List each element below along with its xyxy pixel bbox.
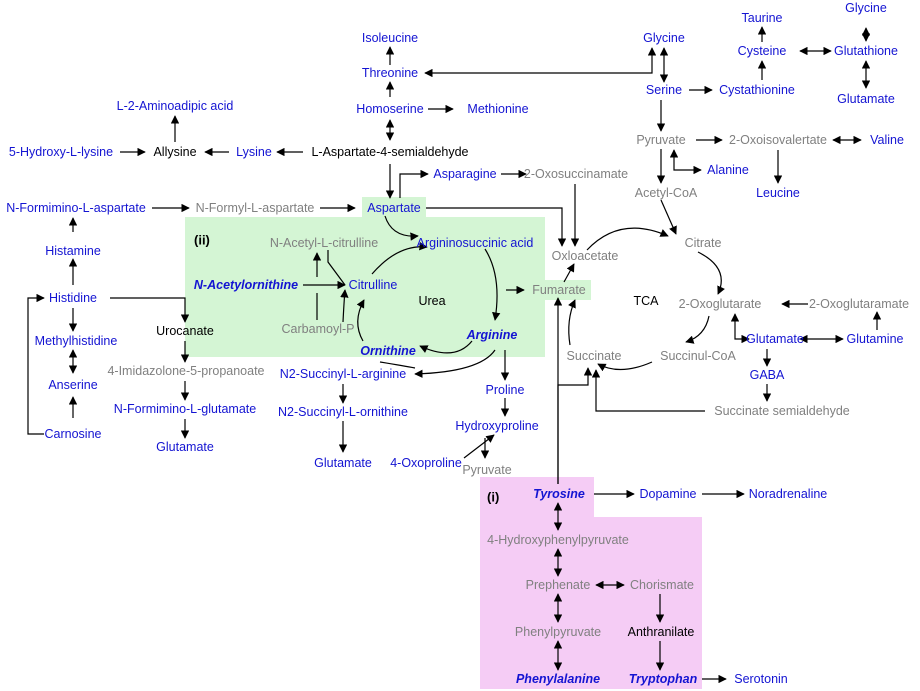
node-5-hydroxy-l-lysine: 5-Hydroxy-L-lysine [9,145,113,159]
node-glycine-top: Glycine [643,31,685,45]
node-pyruvate-top: Pyruvate [636,133,685,147]
node-oxaloacetate: Oxloacetate [552,249,619,263]
node-proline: Proline [486,383,525,397]
node-4-imidazolone-5-propanoate: 4-Imidazolone-5-propanoate [107,364,264,378]
node-anserine: Anserine [48,378,97,392]
node-serine: Serine [646,83,682,97]
node-n-formyl-l-aspartate: N-Formyl-L-aspartate [196,201,315,215]
node-ornithine: Ornithine [360,344,416,358]
node-glutamate-right: Glutamate [746,332,804,346]
node-homoserine: Homoserine [356,102,423,116]
node-isoleucine: Isoleucine [362,31,418,45]
node-succinyl-coa: Succinul-CoA [660,349,736,363]
node-dopamine: Dopamine [640,487,697,501]
node-citrulline: Citrulline [349,278,398,292]
node-asparagine: Asparagine [433,167,496,181]
node-n-acetylornithine: N-Acetylornithine [194,278,298,292]
node-2-oxoglutaramate: 2-Oxoglutaramate [809,297,909,311]
node-glutamate-left: Glutamate [156,440,214,454]
node-succinate-semialdehyde: Succinate semialdehyde [714,404,850,418]
node-n-acetyl-l-citrulline: N-Acetyl-L-citrulline [270,236,378,250]
node-allysine: Allysine [153,145,196,159]
node-fumarate: Fumarate [532,283,586,297]
node-glycine-right: Glycine [845,1,887,15]
node-carnosine: Carnosine [45,427,102,441]
urea-region-tag: (ii) [194,233,210,248]
node-pyruvate-bottom: Pyruvate [462,463,511,477]
node-serotonin: Serotonin [734,672,788,686]
node-2-oxoglutarate: 2-Oxoglutarate [679,297,762,311]
node-n2-succinyl-l-arginine: N2-Succinyl-L-arginine [280,367,406,381]
node-l-2-aminoadipic-acid: L-2-Aminoadipic acid [117,99,234,113]
node-n-formimino-l-glutamate: N-Formimino-L-glutamate [114,402,256,416]
node-cystathionine: Cystathionine [719,83,795,97]
node-cysteine: Cysteine [738,44,787,58]
node-glutamate-top: Glutamate [837,92,895,106]
node-taurine: Taurine [742,11,783,25]
node-phenylalanine: Phenylalanine [516,672,600,686]
node-chorismate: Chorismate [630,578,694,592]
node-histamine: Histamine [45,244,101,258]
node-hydroxyproline: Hydroxyproline [455,419,538,433]
node-tyrosine: Tyrosine [533,487,585,501]
region-urea [185,197,591,357]
node-methionine: Methionine [467,102,528,116]
node-acetyl-coa: Acetyl-CoA [635,186,698,200]
node-glutamate-mid: Glutamate [314,456,372,470]
node-argininosuccinic-acid: Argininosuccinic acid [417,236,534,250]
node-methylhistidine: Methylhistidine [35,334,118,348]
urea-cycle-label: Urea [418,294,445,308]
node-citrate: Citrate [685,236,722,250]
node-lysine: Lysine [236,145,272,159]
tca-cycle-label: TCA [634,294,660,308]
node-n2-succinyl-l-ornithine: N2-Succinyl-L-ornithine [278,405,408,419]
node-arginine: Arginine [466,328,518,342]
node-aspartate: Aspartate [367,201,421,215]
node-4-oxoproline: 4-Oxoproline [390,456,462,470]
node-prephenate: Prephenate [526,578,591,592]
node-phenylpyruvate: Phenylpyruvate [515,625,601,639]
node-alanine: Alanine [707,163,749,177]
node-glutamine: Glutamine [847,332,904,346]
node-n-formimino-l-aspartate: N-Formimino-L-aspartate [6,201,146,215]
node-l-aspartate-4-semialdehyde: L-Aspartate-4-semialdehyde [311,145,468,159]
node-glutathione: Glutathione [834,44,898,58]
node-succinate: Succinate [567,349,622,363]
node-urocanate: Urocanate [156,324,214,338]
pathway-edges [27,26,882,684]
node-anthranilate: Anthranilate [628,625,695,639]
node-gaba: GABA [750,368,785,382]
node-threonine: Threonine [362,66,418,80]
node-valine: Valine [870,133,904,147]
node-histidine: Histidine [49,291,97,305]
node-leucine: Leucine [756,186,800,200]
node-carbamoyl-p: Carbamoyl-P [282,322,355,336]
node-2-oxoisovalerate: 2-Oxoisovalertate [729,133,827,147]
node-2-oxosuccinamate: 2-Oxosuccinamate [524,167,628,181]
region-aromatic [480,477,702,689]
node-4-hydroxyphenylpyruvate: 4-Hydroxyphenylpyruvate [487,533,629,547]
aromatic-region-tag: (i) [487,490,499,505]
node-noradrenaline: Noradrenaline [749,487,828,501]
pathway-nodes: Isoleucine Threonine Homoserine Methioni… [6,1,909,686]
node-tryptophan: Tryptophan [629,672,698,686]
